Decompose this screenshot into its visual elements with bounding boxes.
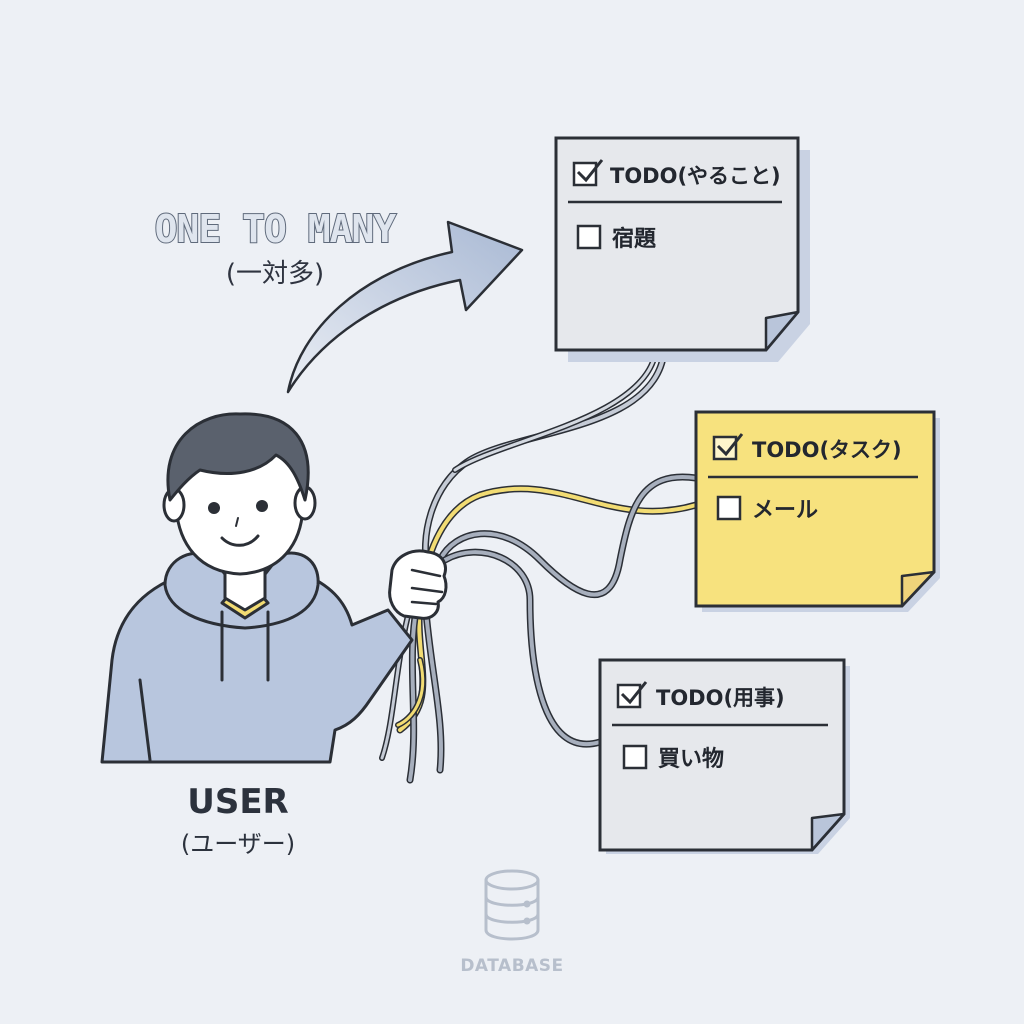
hair — [166, 412, 310, 502]
note-1-item: 宿題 — [612, 226, 657, 252]
checked-checkbox-icon — [616, 681, 648, 709]
note-2-header: TODO(タスク) — [752, 438, 902, 462]
user-figure — [100, 412, 448, 764]
user-sublabel: (ユーザー) — [181, 830, 295, 858]
diagram-title: ONE TO MANY — [155, 207, 397, 251]
empty-checkbox-icon — [576, 224, 602, 250]
empty-checkbox-icon — [716, 495, 742, 521]
note-3-header: TODO(用事) — [656, 686, 785, 710]
empty-checkbox-icon — [622, 744, 648, 770]
curved-arrow — [286, 220, 524, 394]
diagram-subtitle: (一対多) — [226, 259, 324, 289]
checked-checkbox-icon — [572, 159, 604, 187]
hand — [388, 549, 448, 620]
note-3-item: 買い物 — [658, 746, 724, 772]
todo-note-1: TODO(やること) 宿題 — [554, 136, 810, 362]
hoodie — [100, 563, 414, 764]
database-icon — [484, 869, 540, 941]
database-label: DATABASE — [460, 956, 563, 976]
todo-note-2: TODO(タスク) メール — [694, 410, 940, 612]
checked-checkbox-icon — [712, 433, 744, 461]
user-label: USER — [187, 782, 289, 822]
connector-ropes — [379, 348, 700, 784]
note-1-header: TODO(やること) — [610, 164, 781, 188]
todo-note-3: TODO(用事) 買い物 — [598, 658, 850, 854]
note-2-item: メール — [752, 498, 818, 523]
